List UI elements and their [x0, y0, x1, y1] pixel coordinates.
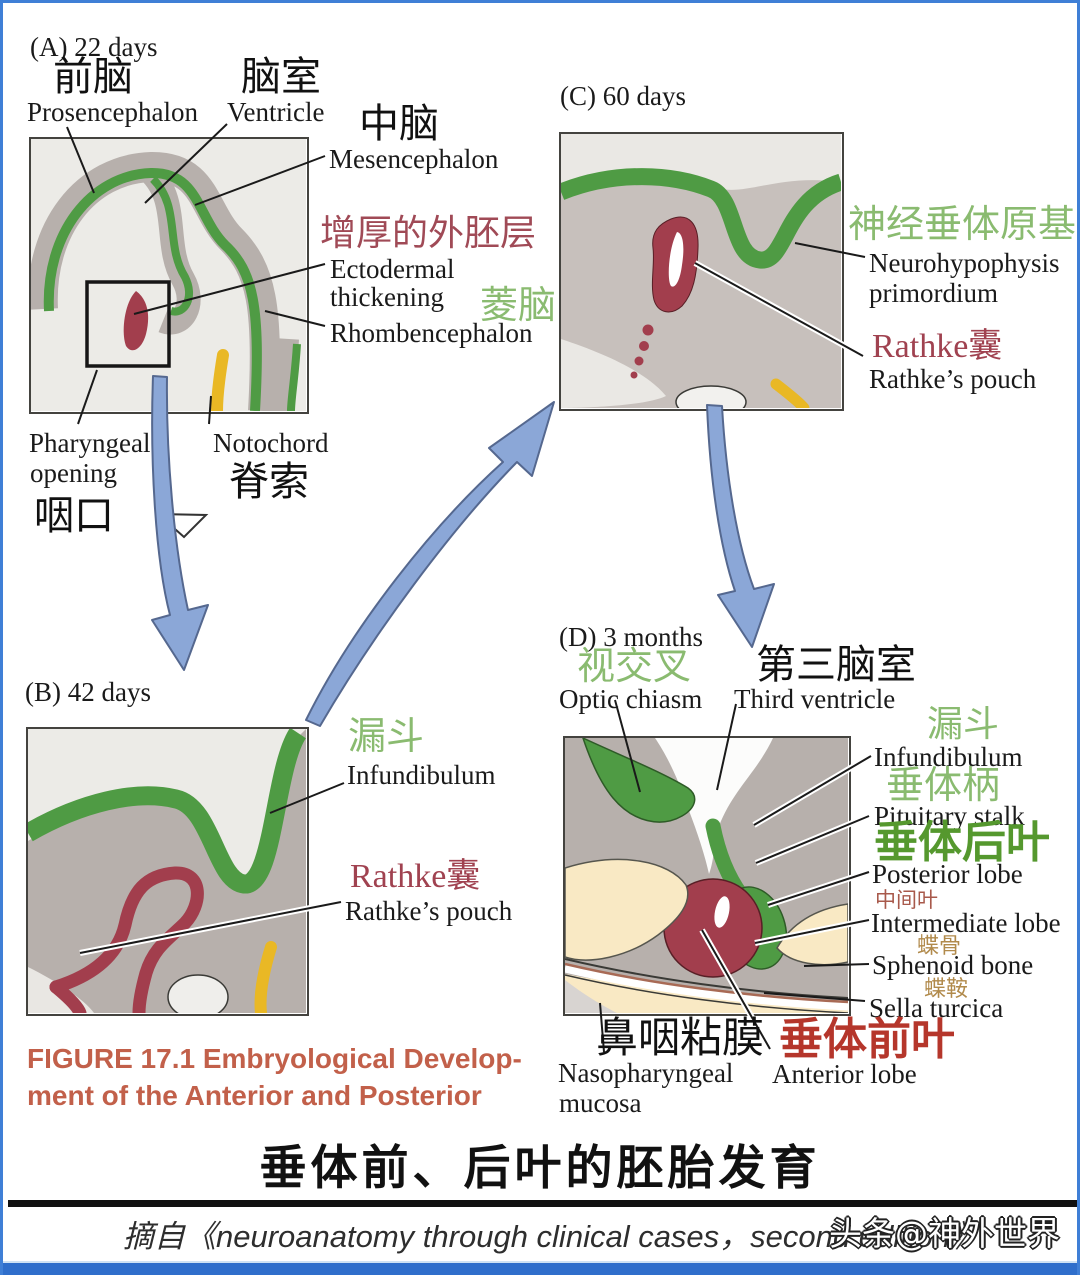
mucosa-label-cn: 鼻咽粘膜 [596, 1013, 765, 1062]
midbrain-label-cn: 中脑 [359, 101, 439, 147]
sella-turcica-label: Sella turcica [869, 993, 1004, 1023]
panel-b-illustration [26, 727, 309, 1016]
mesencephalon-label: Mesencephalon [329, 144, 499, 174]
anterior-lobe-label: Anterior lobe [772, 1059, 917, 1089]
oral-cavity-blob [167, 974, 229, 1013]
rathke-b-label: Rathke’s pouch [345, 896, 513, 926]
infundibulum-d-label-cn: 漏斗 [927, 704, 1000, 745]
ventricle-label: Ventricle [227, 97, 325, 127]
third-ventricle-label: Third ventricle [734, 684, 896, 714]
ectodermal-label-1: Ectodermal [330, 254, 455, 284]
light-bottom-region [561, 339, 666, 408]
inset-box [85, 280, 171, 368]
hindbrain-gray-band [273, 338, 299, 411]
pharyngeal-label-cn: 咽口 [34, 493, 114, 539]
third-ventricle-label-cn: 第三脑室 [756, 642, 916, 688]
infundibulum-d-label: Infundibulum [874, 742, 1023, 772]
mucosa-label-2: mucosa [559, 1088, 642, 1118]
notochord-shape [211, 349, 229, 411]
notochord-label-cn: 脊索 [229, 459, 309, 505]
mucosa-label-1: Nasopharyngeal [558, 1058, 734, 1088]
optic-chiasm-label: Optic chiasm [559, 684, 703, 714]
ventricle-label-cn: 脑室 [241, 54, 321, 100]
panel-b-drawing [28, 729, 306, 1013]
panel-b-title: (B) 42 days [25, 677, 151, 707]
rathke-b-label-cn: Rathke囊 [350, 858, 481, 895]
main-title: 垂体前、后叶的胚胎发育 [259, 1141, 821, 1196]
neuroectoderm-green-band [28, 729, 306, 894]
prosencephalon-label: Prosencephalon [27, 97, 198, 127]
regressing-stalk-dot [634, 356, 644, 366]
pharyngeal-label-1: Pharyngeal [29, 428, 151, 458]
pituitary-stalk-label-cn: 垂体柄 [886, 763, 1001, 807]
arrow-a-to-b [151, 375, 209, 671]
infundibulum-b-label: Infundibulum [347, 760, 496, 790]
pituitary-stalk-label: Pituitary stalk [874, 801, 1025, 831]
regressing-stalk-dot [642, 324, 654, 336]
sphenoid-bone-left [565, 858, 689, 961]
neurohypophysis-label-cn: 神经垂体原基 [848, 202, 1077, 246]
rhombencephalon-label: Rhombencephalon [330, 318, 533, 348]
hindbrain-label-cn: 菱脑 [480, 283, 557, 327]
sella-turcica-label-cn: 蝶鞍 [924, 977, 969, 1002]
ectoderm-label-cn: 增厚的外胚层 [320, 213, 537, 254]
neurohypophysis-label-1: Neurohypophysis [869, 248, 1060, 278]
hindbrain-green-line [287, 343, 301, 411]
attribution-text: 摘自《neuroanatomy through clinical cases，s… [123, 1219, 982, 1254]
notochord-label: Notochord [213, 428, 329, 458]
rathke-pouch-lumen [668, 232, 684, 287]
figure-caption-line1: FIGURE 17.1 Embryological Develop- [27, 1043, 522, 1074]
regressing-stalk-dot [630, 371, 638, 379]
ectodermal-label-2: thickening [330, 282, 444, 312]
panel-d-illustration [563, 736, 851, 1016]
forebrain-label-cn: 前脑 [53, 54, 133, 100]
panel-a-drawing [31, 139, 306, 411]
optic-chiasm-label-cn: 视交叉 [577, 644, 692, 688]
intermediate-lobe-label: Intermediate lobe [871, 908, 1061, 938]
gray-bottom-wedge [565, 980, 617, 1013]
figure-caption: FIGURE 17.1 Embryological Develop- ment … [27, 1041, 522, 1115]
arrow-c-to-d [706, 404, 775, 648]
anterior-lobe-label-cn: 垂体前叶 [779, 1014, 955, 1065]
third-ventricle-shape [655, 738, 773, 874]
regressing-stalk-dot [639, 341, 649, 351]
sphenoid-bone-label-cn: 蝶骨 [917, 934, 962, 959]
panel-c-illustration [559, 132, 844, 411]
panel-d-title: (D) 3 months [559, 622, 703, 652]
divider-rule [8, 1200, 1077, 1207]
panel-a-title: (A) 22 days [30, 32, 158, 62]
pharynx-blob [675, 385, 747, 408]
rathke-pouch-tail [49, 980, 87, 1013]
rathke-c-label: Rathke’s pouch [869, 364, 1037, 394]
anterior-lobe-cleft [714, 896, 730, 928]
panel-c-title: (C) 60 days [560, 81, 686, 111]
pharyngeal-label-2: opening [30, 458, 117, 488]
panel-d-drawing [565, 738, 848, 1013]
panel-a-illustration [29, 137, 309, 414]
watermark-text: 头条@神外世界 [829, 1214, 1060, 1253]
sphenoid-bone-label: Sphenoid bone [872, 950, 1034, 980]
intermediate-lobe-label-cn: 中间叶 [875, 888, 938, 912]
arrow-b-to-c [305, 401, 555, 727]
rathke-c-label-cn: Rathke囊 [872, 328, 1003, 365]
open-triangle-marker [155, 512, 209, 539]
infundibulum-b-label-cn: 漏斗 [348, 714, 425, 758]
figure-caption-line2: ment of the Anterior and Posterior [27, 1079, 482, 1111]
notochord-shape [770, 378, 810, 408]
posterior-lobe-label-cn: 垂体后叶 [874, 817, 1050, 868]
bottom-blue-bar [3, 1261, 1077, 1275]
panel-c-drawing [561, 134, 841, 408]
neurohypophysis-label-2: primordium [869, 278, 998, 308]
posterior-lobe-label: Posterior lobe [872, 859, 1023, 889]
neurohypophysis-green-band [561, 168, 841, 269]
